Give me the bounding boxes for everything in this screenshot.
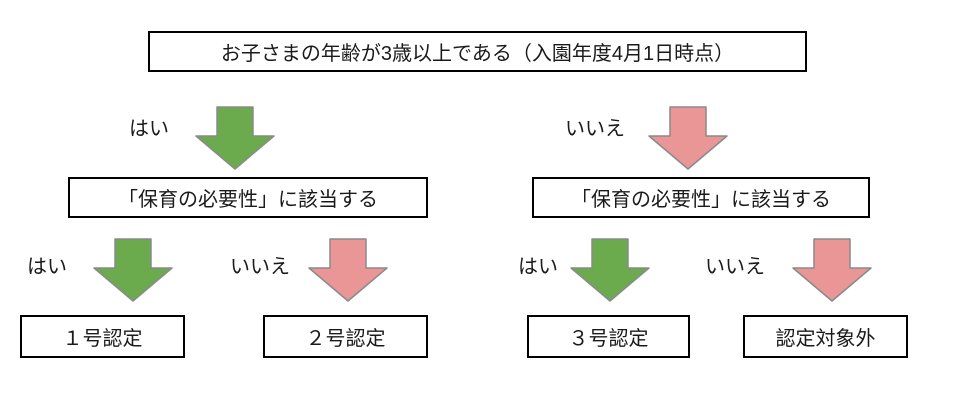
care-need-right-text: 「保育の必要性」に該当する: [571, 189, 831, 211]
no-down-arrow-icon: [648, 106, 728, 170]
root-question-box: お子さまの年齢が3歳以上である（入園年度4月1日時点）: [148, 31, 807, 72]
care-need-left-text: 「保育の必要性」に該当する: [118, 189, 378, 211]
yes-down-arrow-icon: [570, 238, 650, 302]
outcome-type1-text: １号認定: [62, 328, 143, 350]
no-down-arrow-icon: [308, 238, 388, 302]
yes-label-right-subtree: はい: [518, 256, 558, 278]
no-label-left-subtree: いいえ: [230, 256, 290, 278]
outcome-type3-text: ３号認定: [568, 328, 649, 350]
yes-label-level1: はい: [129, 118, 169, 140]
outcome-box-not-eligible: 認定対象外: [743, 315, 908, 358]
yes-label-left-subtree: はい: [27, 256, 67, 278]
outcome-not-eligible-text: 認定対象外: [775, 328, 876, 350]
yes-down-arrow-icon: [195, 106, 275, 170]
yes-down-arrow-icon: [93, 238, 173, 302]
root-question-text: お子さまの年齢が3歳以上である（入園年度4月1日時点）: [220, 43, 735, 65]
no-down-arrow-icon: [792, 238, 872, 302]
care-need-box-right: 「保育の必要性」に該当する: [532, 177, 870, 218]
no-label-right-subtree: いいえ: [705, 256, 765, 278]
outcome-box-type2: ２号認定: [263, 315, 428, 358]
outcome-type2-text: ２号認定: [305, 328, 386, 350]
no-label-level1: いいえ: [565, 118, 625, 140]
outcome-box-type1: １号認定: [20, 315, 185, 358]
care-need-box-left: 「保育の必要性」に該当する: [68, 177, 428, 218]
outcome-box-type3: ３号認定: [527, 315, 690, 358]
